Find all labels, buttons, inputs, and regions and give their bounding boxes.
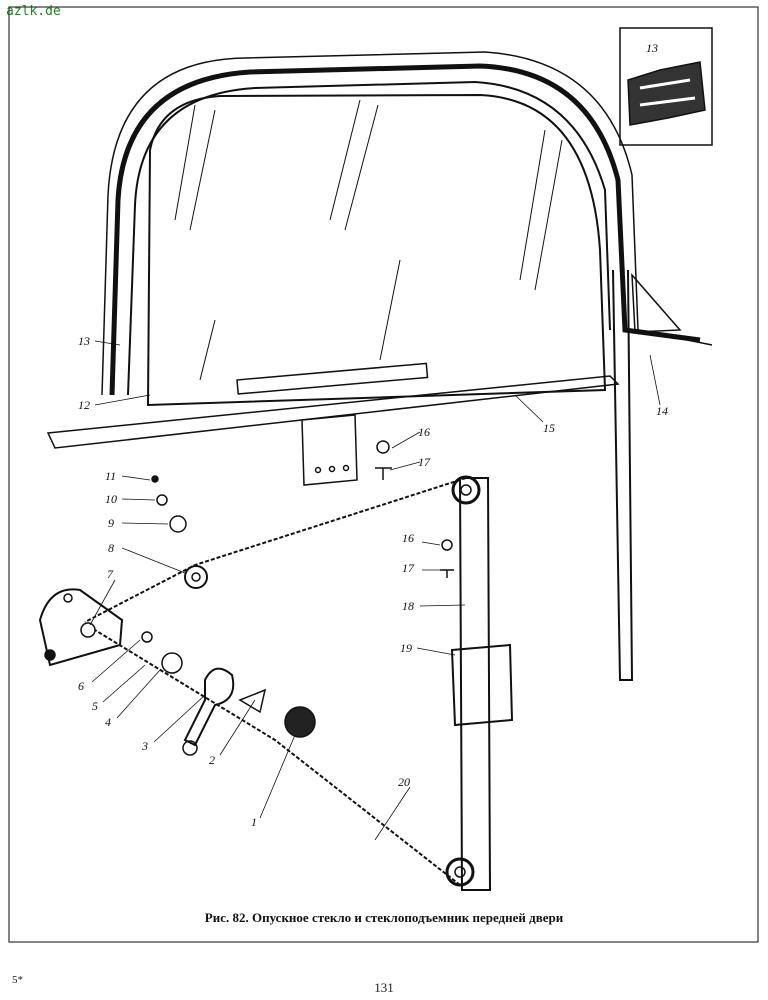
figure-frame: [8, 6, 759, 943]
callout-10: 10: [105, 492, 117, 506]
callout-labels: 13 12 15 14 16 17 11 10 9 8 7 6 5 4 3 2 …: [78, 41, 668, 829]
callout-17b: 17: [402, 561, 415, 575]
page-number: 131: [374, 980, 394, 995]
callout-15: 15: [543, 421, 555, 435]
window-regulator: [38, 440, 514, 891]
callout-12: 12: [78, 398, 90, 412]
callout-4: 4: [105, 715, 111, 729]
door-frame-seal: [101, 51, 713, 396]
window-glass: [146, 93, 607, 407]
callout-2: 2: [209, 753, 215, 767]
callout-18: 18: [402, 599, 414, 613]
callout-11: 11: [105, 469, 116, 483]
callout-17: 17: [418, 455, 431, 469]
callout-5: 5: [92, 699, 98, 713]
callout-20: 20: [398, 775, 410, 789]
callout-16: 16: [418, 425, 430, 439]
figure-caption: Рис. 82. Опускное стекло и стеклоподъемн…: [204, 910, 564, 925]
callout-6: 6: [78, 679, 84, 693]
callout-3: 3: [141, 739, 148, 753]
rear-guide-14: [612, 269, 682, 681]
callout-1: 1: [251, 815, 257, 829]
watermark: azlk.de: [6, 4, 61, 19]
callout-16b: 16: [402, 531, 414, 545]
inset-seal-detail: [619, 27, 713, 146]
callout-7: 7: [107, 567, 114, 581]
leader-lines: [89, 340, 661, 841]
signature-mark: 5*: [12, 974, 23, 986]
glass-channel-15: [46, 362, 620, 486]
callout-9: 9: [108, 516, 114, 530]
inset-callout-13: 13: [646, 41, 658, 55]
callout-19: 19: [400, 641, 412, 655]
callout-14: 14: [656, 404, 668, 418]
callout-8: 8: [108, 541, 114, 555]
callout-13: 13: [78, 334, 90, 348]
